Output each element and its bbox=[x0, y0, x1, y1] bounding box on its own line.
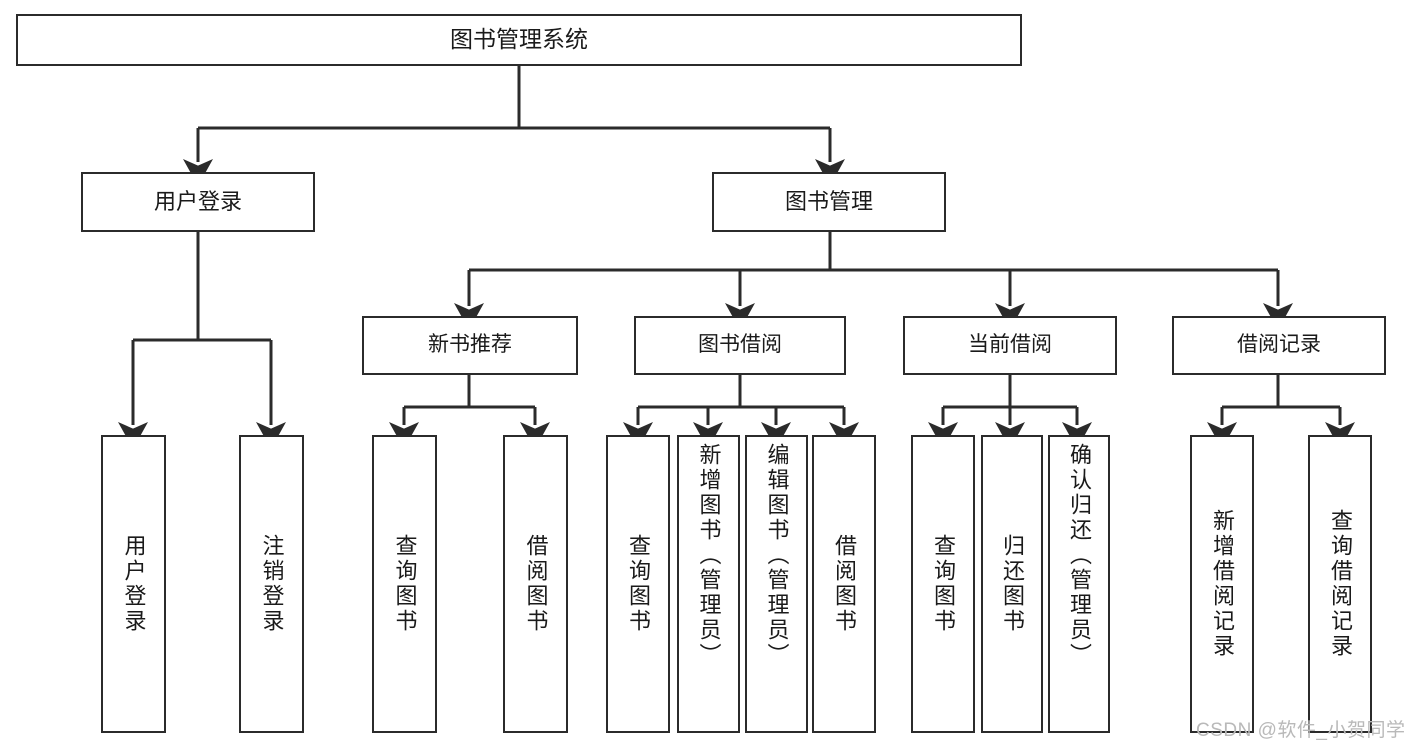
leaf-label: 查询图书 bbox=[931, 534, 956, 634]
node-borrow-record[interactable]: 借阅记录 bbox=[1172, 316, 1386, 375]
node-book-borrow[interactable]: 图书借阅 bbox=[634, 316, 846, 375]
leaf-borrow-query-book[interactable]: 查询图书 bbox=[606, 435, 670, 733]
leaf-recommend-borrow-book[interactable]: 借阅图书 bbox=[503, 435, 568, 733]
leaf-recommend-query-book[interactable]: 查询图书 bbox=[372, 435, 437, 733]
leaf-label: 借阅图书 bbox=[832, 534, 857, 634]
leaf-label: 编辑图书（管理员） bbox=[764, 443, 790, 668]
leaf-borrow-edit-book[interactable]: 编辑图书（管理员） bbox=[745, 435, 808, 733]
node-root-label: 图书管理系统 bbox=[450, 26, 588, 53]
node-book-management-label: 图书管理 bbox=[784, 189, 873, 215]
leaf-label: 查询借阅记录 bbox=[1328, 509, 1353, 659]
node-root[interactable]: 图书管理系统 bbox=[16, 14, 1022, 66]
csdn-watermark: CSDN @软件_小贺同学 bbox=[1196, 720, 1405, 741]
leaf-user-login-signout[interactable]: 注销登录 bbox=[239, 435, 304, 733]
leaf-borrow-add-book[interactable]: 新增图书（管理员） bbox=[677, 435, 740, 733]
leaf-label: 新增图书（管理员） bbox=[696, 443, 722, 668]
leaf-label: 归还图书 bbox=[1000, 534, 1025, 634]
node-user-login-label: 用户登录 bbox=[153, 189, 242, 215]
node-book-borrow-label: 图书借阅 bbox=[698, 333, 782, 357]
leaf-label: 新增借阅记录 bbox=[1210, 509, 1235, 659]
leaf-label: 借阅图书 bbox=[523, 534, 549, 634]
node-new-book-recommend-label: 新书推荐 bbox=[428, 333, 512, 357]
leaf-current-return-book[interactable]: 归还图书 bbox=[981, 435, 1043, 733]
node-user-login[interactable]: 用户登录 bbox=[81, 172, 315, 232]
leaf-current-confirm-return[interactable]: 确认归还（管理员） bbox=[1048, 435, 1110, 733]
node-book-management[interactable]: 图书管理 bbox=[712, 172, 946, 232]
leaf-record-query-record[interactable]: 查询借阅记录 bbox=[1308, 435, 1372, 733]
leaf-borrow-borrow-book[interactable]: 借阅图书 bbox=[812, 435, 876, 733]
leaf-user-login-signin[interactable]: 用户登录 bbox=[101, 435, 166, 733]
leaf-label: 查询图书 bbox=[626, 534, 651, 634]
node-borrow-record-label: 借阅记录 bbox=[1237, 333, 1321, 357]
leaf-label: 注销登录 bbox=[259, 534, 285, 634]
node-new-book-recommend[interactable]: 新书推荐 bbox=[362, 316, 578, 375]
leaf-record-add-record[interactable]: 新增借阅记录 bbox=[1190, 435, 1254, 733]
leaf-current-query-book[interactable]: 查询图书 bbox=[911, 435, 975, 733]
leaf-label: 查询图书 bbox=[392, 534, 418, 634]
node-current-borrow[interactable]: 当前借阅 bbox=[903, 316, 1117, 375]
node-current-borrow-label: 当前借阅 bbox=[968, 333, 1052, 357]
leaf-label: 确认归还（管理员） bbox=[1067, 443, 1092, 668]
leaf-label: 用户登录 bbox=[121, 534, 147, 634]
